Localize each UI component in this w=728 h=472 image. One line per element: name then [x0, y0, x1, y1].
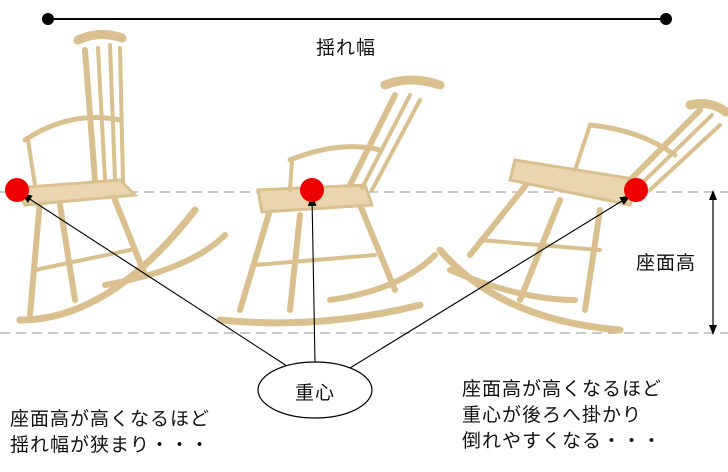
seat-height-label: 座面高	[636, 252, 697, 274]
chair-upright	[216, 75, 445, 327]
left-note-line: 座面高が高くなるほど	[10, 408, 211, 430]
center-of-gravity-label: 重心	[295, 382, 336, 404]
gravity-dot-left	[5, 178, 29, 202]
right-note-line: 座面高が高くなるほど	[462, 378, 663, 400]
right-note-line: 重心が後ろへ掛かり	[462, 404, 643, 426]
gravity-pointers	[21, 193, 631, 369]
swing-width-indicator	[42, 13, 672, 25]
right-note: 座面高が高くなるほど 重心が後ろへ掛かり 倒れやすくなる・・・	[462, 376, 662, 454]
right-note-line: 倒れやすくなる・・・	[462, 430, 663, 452]
left-note: 座面高が高くなるほど 揺れ幅が狭まり・・・	[10, 406, 210, 458]
gravity-dot-right	[624, 178, 648, 202]
gravity-dot-middle	[300, 178, 324, 202]
center-of-gravity-ellipse	[257, 361, 373, 419]
chair-tilted-forward	[12, 30, 228, 324]
seat-height-arrow	[709, 190, 717, 335]
chair-tilted-back	[436, 99, 728, 334]
left-note-line: 揺れ幅が狭まり・・・	[10, 434, 211, 456]
swing-width-label: 揺れ幅	[316, 37, 377, 59]
